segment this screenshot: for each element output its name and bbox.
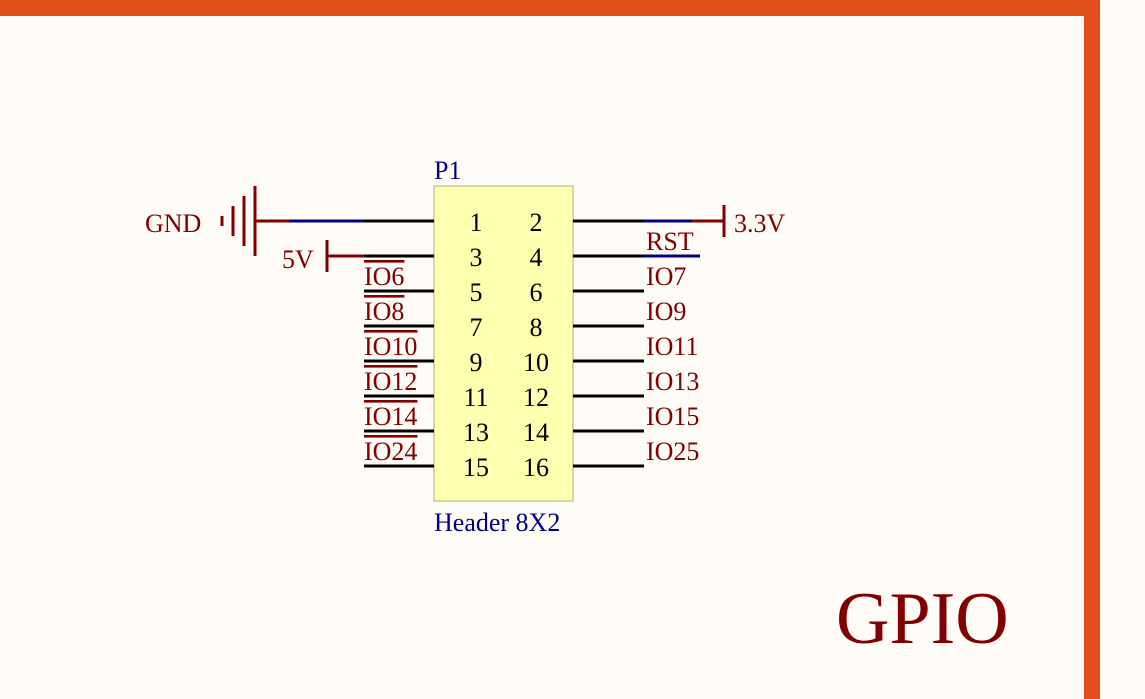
pin-number-right: 16	[523, 453, 549, 482]
net-label-left[interactable]: IO8	[364, 297, 404, 326]
pin-number-left: 1	[470, 208, 483, 237]
net-label-right[interactable]: IO25	[646, 437, 699, 466]
net-label-left[interactable]: IO10	[364, 332, 417, 361]
sheet-margin	[1100, 0, 1145, 699]
sheet-border-right	[1084, 0, 1100, 699]
5v-power-port[interactable]: 5V	[282, 240, 364, 274]
net-label-right[interactable]: IO15	[646, 402, 699, 431]
pin-number-right: 14	[523, 418, 549, 447]
5v-label: 5V	[282, 245, 314, 274]
pin-number-left: 11	[463, 383, 488, 412]
pins-left	[364, 219, 434, 468]
component-comment: Header 8X2	[434, 508, 560, 537]
pin-number-right: 12	[523, 383, 549, 412]
pin-number-right: 10	[523, 348, 549, 377]
3v3-label: 3.3V	[734, 209, 786, 238]
pin-number-right: 8	[530, 313, 543, 342]
pin-number-right: 2	[530, 208, 543, 237]
net-label-right[interactable]: IO13	[646, 367, 699, 396]
net-label-left[interactable]: IO24	[364, 437, 417, 466]
net-label-right[interactable]: IO9	[646, 297, 686, 326]
header-body[interactable]	[433, 185, 574, 502]
sheet-border-top	[0, 0, 1100, 16]
pin-number-left: 15	[463, 453, 489, 482]
gnd-power-port[interactable]: GND	[145, 186, 364, 256]
pin-number-left: 3	[470, 243, 483, 272]
net-label-left[interactable]: IO14	[364, 402, 417, 431]
net-label-right[interactable]: RST	[646, 227, 694, 256]
net-label-left[interactable]: IO12	[364, 367, 417, 396]
net-label-left[interactable]: IO6	[364, 262, 404, 291]
net-label-right[interactable]: IO11	[646, 332, 698, 361]
pins-right	[573, 219, 644, 468]
sheet-title: GPIO	[836, 578, 1009, 660]
pin-number-left: 9	[470, 348, 483, 377]
net-label-right[interactable]: IO7	[646, 262, 686, 291]
pin-number-right: 6	[530, 278, 543, 307]
component-designator: P1	[434, 156, 461, 185]
pin-number-left: 13	[463, 418, 489, 447]
pin-number-right: 4	[530, 243, 543, 272]
pin-number-left: 5	[470, 278, 483, 307]
gnd-label: GND	[145, 209, 201, 238]
pin-number-left: 7	[470, 313, 483, 342]
3v3-power-port[interactable]: 3.3V	[644, 205, 786, 238]
